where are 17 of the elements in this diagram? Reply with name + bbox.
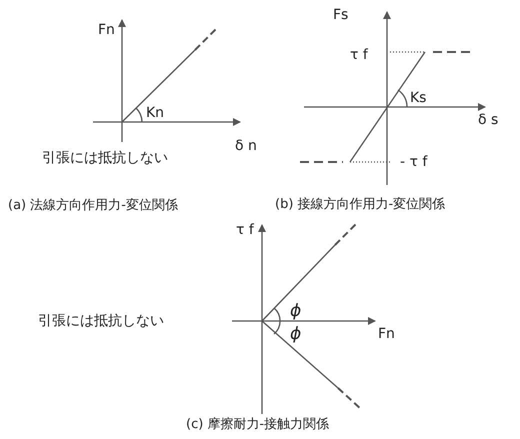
axis-label: δ n <box>235 137 257 155</box>
axis-label: Fs <box>333 6 348 24</box>
axis-label: Fn <box>98 21 115 39</box>
caption-text: (c) 摩擦耐力-接触力関係 <box>186 416 330 434</box>
slope-label: Kn <box>146 104 164 122</box>
angle-label: ϕ <box>290 325 302 343</box>
value-label: τ f <box>350 46 368 64</box>
caption-text: (a) 法線方向作用力-変位関係 <box>8 197 178 215</box>
axis-label: δ s <box>478 111 498 129</box>
value-label: - τ f <box>400 153 428 171</box>
axis-label: Fn <box>378 325 395 343</box>
axis-label: τ f <box>236 221 254 239</box>
note-text: 引張には抵抗しない <box>42 149 168 167</box>
caption-text: (b) 接線方向作用力-変位関係 <box>275 196 446 214</box>
note-text: 引張には抵抗しない <box>38 312 164 330</box>
slope-label: Ks <box>410 89 426 107</box>
angle-label: ϕ <box>290 302 302 320</box>
